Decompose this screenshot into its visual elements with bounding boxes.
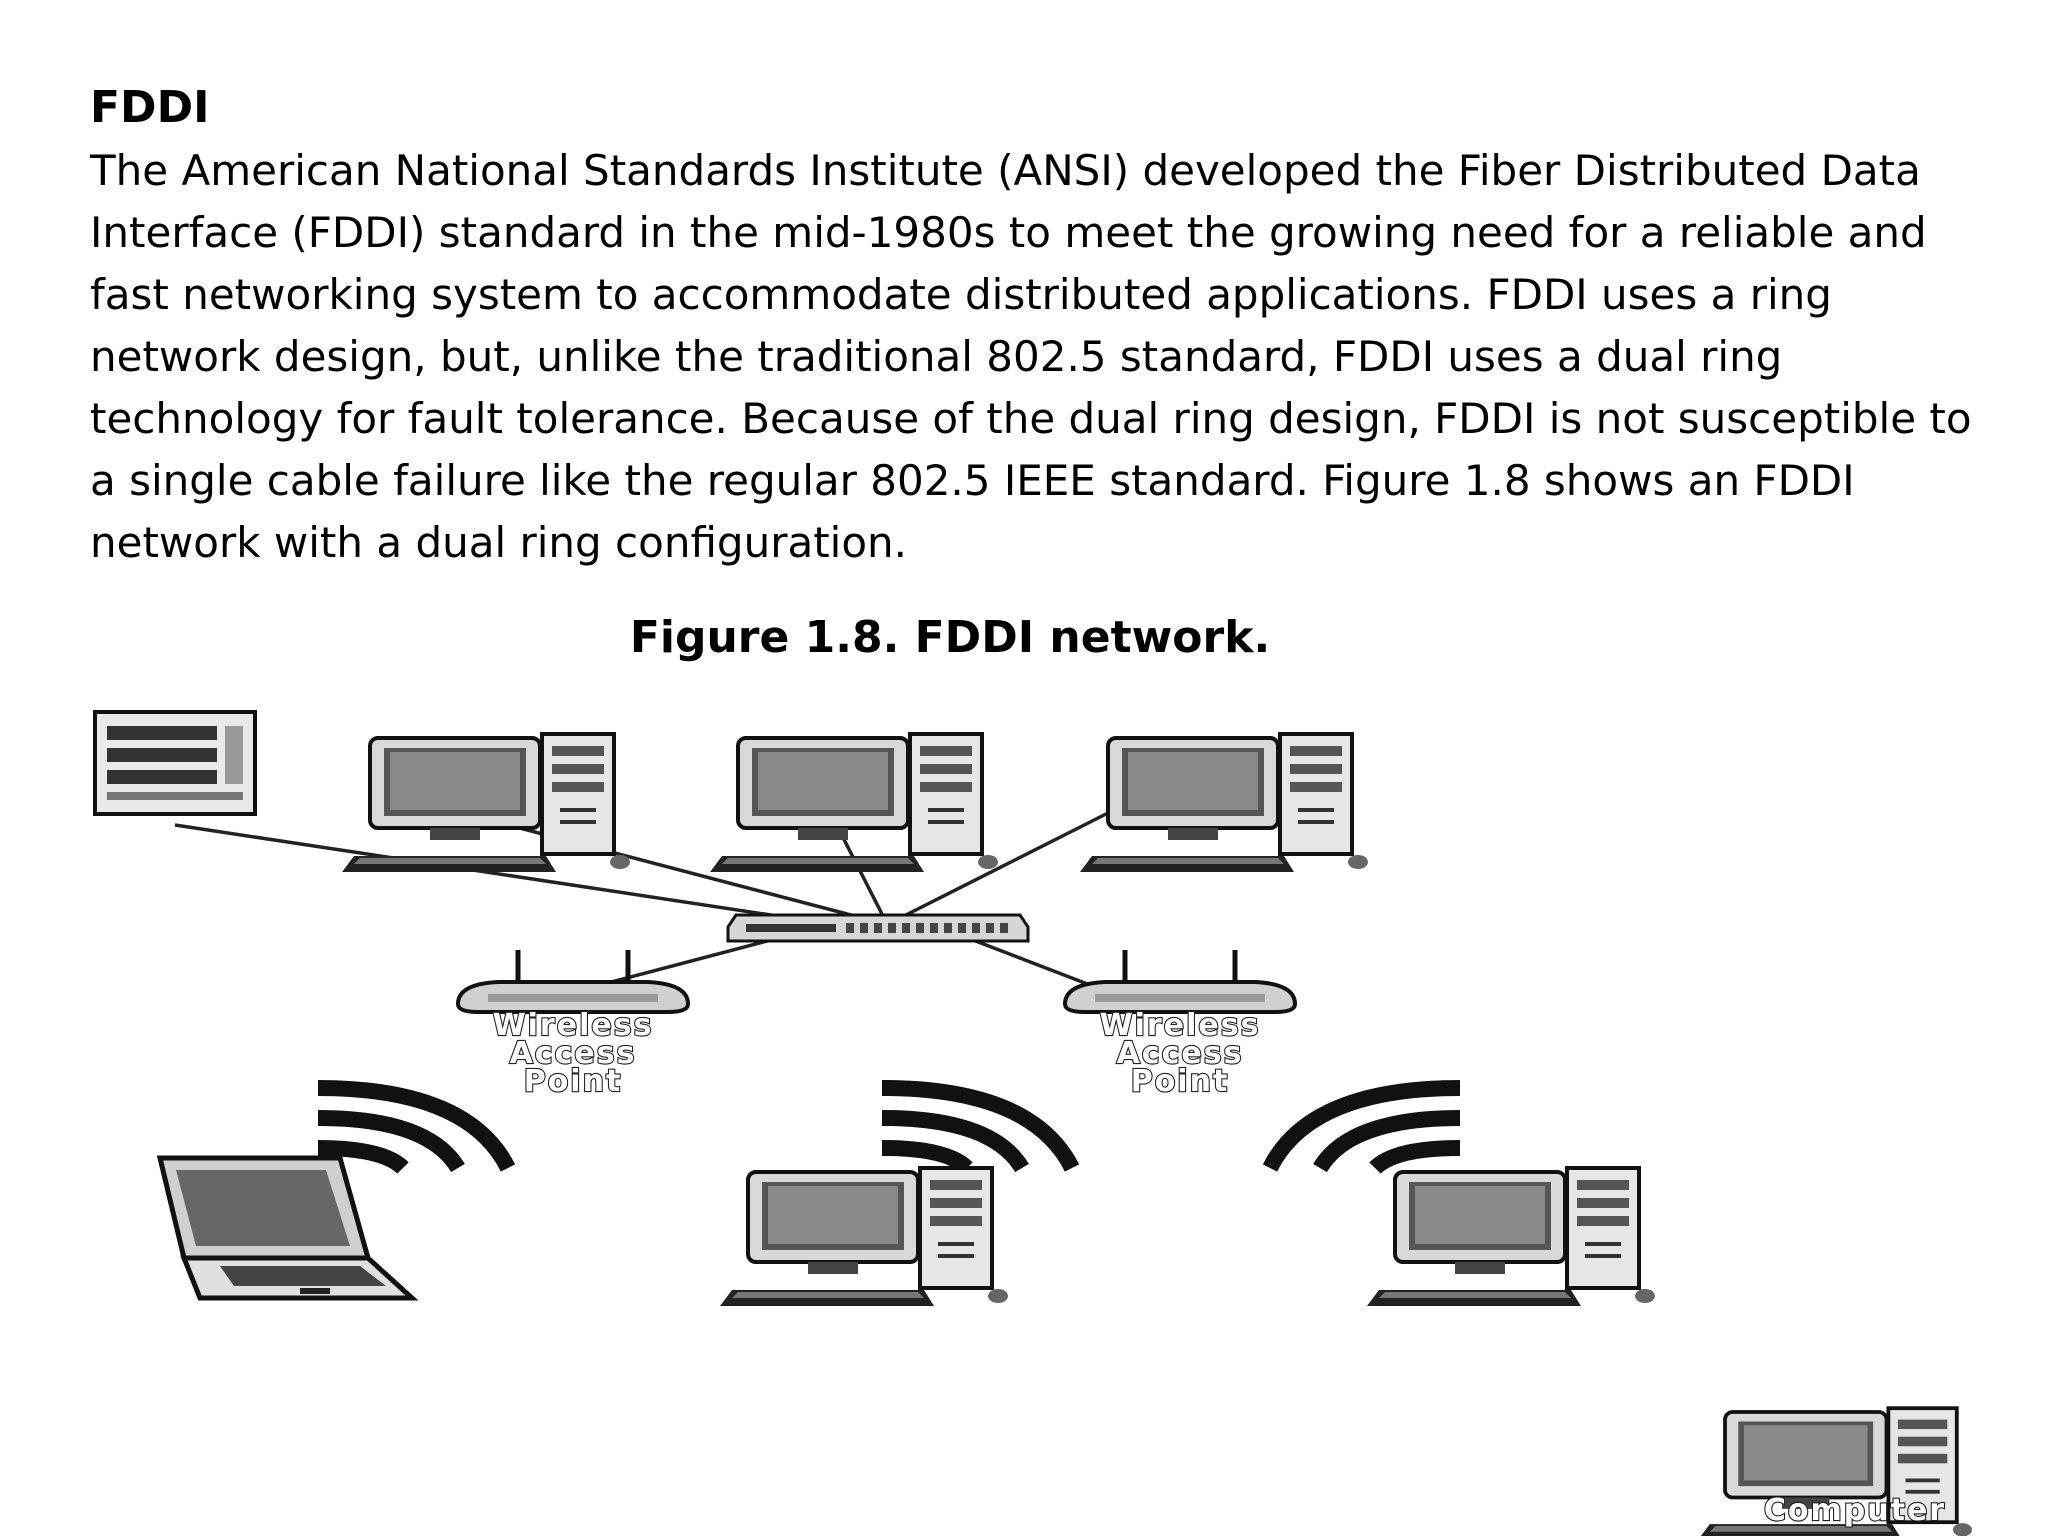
- wifi-signal-icon: [1270, 1088, 1460, 1168]
- desktop-computer-icon: [708, 732, 1000, 874]
- figure-caption: Figure 1.8. FDDI network.: [629, 612, 1271, 663]
- body-line: technology for fault tolerance. Because …: [90, 394, 1972, 443]
- desktop-computer-icon: [1078, 732, 1370, 874]
- body-line: Interface (FDDI) standard in the mid-198…: [90, 208, 1927, 257]
- wireless-access-point-icon: [1065, 950, 1295, 1012]
- svg-text:Point: Point: [1131, 1064, 1230, 1099]
- wifi-signal-icon: [882, 1088, 1072, 1168]
- body-line: network with a dual ring configuration.: [90, 518, 908, 567]
- wireless-access-point-icon: [458, 950, 688, 1012]
- svg-text:Point: Point: [524, 1064, 623, 1099]
- desktop-computer-icon: [718, 1166, 1010, 1308]
- body-line: a single cable failure like the regular …: [90, 456, 1855, 505]
- fddi-network-diagram: Wireless Access Point Wireless Access Po…: [93, 710, 1974, 1536]
- slide-body: The American National Standards Institut…: [90, 140, 1990, 574]
- switch-icon: [726, 913, 1030, 943]
- wifi-signal-icon: [318, 1088, 508, 1168]
- server-icon: [93, 710, 257, 816]
- ap-left-label: Wireless Access Point: [491, 1007, 654, 1100]
- svg-text:Wireless: Wireless: [493, 1008, 654, 1043]
- laptop-icon: [156, 1155, 419, 1301]
- body-line: The American National Standards Institut…: [90, 146, 1921, 195]
- slide-title: FDDI: [90, 82, 210, 133]
- svg-text:Access: Access: [1117, 1036, 1244, 1071]
- desktop-computer-icon: [340, 732, 632, 874]
- svg-text:Wireless: Wireless: [1100, 1008, 1261, 1043]
- computer-legend-label: Computer: [1764, 1493, 1946, 1528]
- ap-right-label: Wireless Access Point: [1098, 1007, 1261, 1100]
- svg-text:Access: Access: [510, 1036, 637, 1071]
- body-line: fast networking system to accommodate di…: [90, 270, 1832, 319]
- legend: Computer: [1696, 1406, 1974, 1536]
- desktop-computer-icon: [1365, 1166, 1657, 1308]
- body-line: network design, but, unlike the traditio…: [90, 332, 1783, 381]
